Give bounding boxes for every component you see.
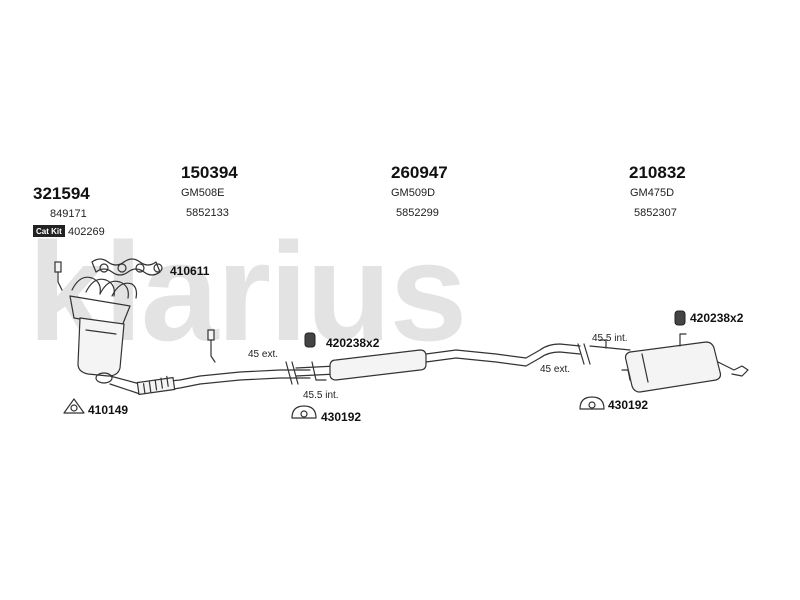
rear-silencer-bracket [679,333,687,347]
middle-silencer-code: 260947 [391,163,448,182]
converter-body [77,317,125,377]
gasket-set [91,258,163,276]
front-ext-note: 45 ext. [248,349,278,360]
rear-hanger-hole [588,401,596,409]
middle-section [295,343,581,381]
manifold-runner-1 [71,276,101,295]
lambda-sensor [54,261,62,273]
rear-silencer-body [624,341,722,393]
gasket-hole-4 [153,263,163,273]
front-hanger-hole [300,410,308,418]
front-pipe-code: 150394 [181,163,238,182]
rear-inlet-bracket [599,339,607,349]
front-pipe-flange [95,372,113,384]
catkit-badge [33,225,65,237]
front-pipe-oe: GM508E [181,187,224,199]
catalyst-assembly [54,261,138,377]
front-pipe [95,329,311,396]
gasket-set-code: 410611 [170,264,210,278]
front-clamp-icon [304,332,316,348]
front-pipe-ref: 5852133 [186,207,229,219]
rear-clamp-icon [674,310,686,326]
rear-silencer [589,333,749,393]
middle-silencer-ref: 5852299 [396,207,439,219]
front-hanger: 430192 [291,405,361,424]
label-middle-silencer: 260947 GM509D 5852299 [391,163,448,219]
label-front-pipe: 150394 GM508E 5852133 [181,163,238,219]
middle-outlet-pipe-upper [425,343,581,359]
gasket-hole-3 [135,263,145,273]
manifold-runner-3 [99,280,129,299]
front-clamp-code: 420238x2 [326,336,380,350]
catkit-code: 402269 [68,226,105,238]
manifold-runner-2 [85,278,115,297]
rear-hanger-code: 430192 [608,398,648,412]
pipe-lambda-wire [210,339,216,363]
label-catalyst: 321594 849171 Cat Kit 402269 [33,184,105,238]
front-joint-break [285,361,299,385]
rear-tailpipe [717,361,749,377]
rear-silencer-oe: GM475D [630,187,674,199]
rear-silencer-ref: 5852307 [634,207,677,219]
middle-hanger-bracket [311,361,327,381]
catkit-label: Cat Kit [36,227,62,236]
middle-inlet-pipe [295,365,337,377]
rear-joint-break [577,343,591,365]
front-hanger-code: 430192 [321,410,361,424]
flange-gasket: 410149 [63,398,128,417]
front-clamp: 420238x2 [304,332,380,350]
rear-silencer-seam [641,353,649,383]
front-int-note: 45.5 int. [303,390,339,401]
catalyst-ref: 849171 [50,208,87,220]
middle-silencer-oe: GM509D [391,187,435,199]
converter-seam [85,329,117,335]
rear-ext-note: 45 ext. [540,364,570,375]
gasket-hole-1 [99,263,109,273]
middle-outlet-pipe-lower [425,351,581,367]
rear-inlet-pipe [589,345,631,351]
rear-clamp: 420238x2 [674,310,744,326]
flange-gasket-code: 410149 [88,403,128,417]
manifold-runner-4 [111,282,138,299]
gasket-hole-2 [117,263,127,273]
flex-joint [136,375,176,396]
catalyst-code: 321594 [33,184,90,203]
pipe-lambda-sensor [207,329,215,341]
flex-joint-braid [142,375,169,395]
rear-silencer-code: 210832 [629,163,686,182]
front-hanger-icon [291,405,317,419]
flange-gasket-icon [63,398,85,414]
middle-silencer-body [329,349,427,381]
flange-gasket-hole [70,404,78,412]
rear-hanger-bracket [621,369,631,381]
rear-hanger: 430192 [579,396,648,412]
lambda-sensor-wire [57,269,63,291]
rear-hanger-icon [579,396,605,410]
rear-clamp-code: 420238x2 [690,311,744,325]
rear-int-note: 45.5 int. [592,333,628,344]
label-rear-silencer: 210832 GM475D 5852307 [629,163,686,219]
